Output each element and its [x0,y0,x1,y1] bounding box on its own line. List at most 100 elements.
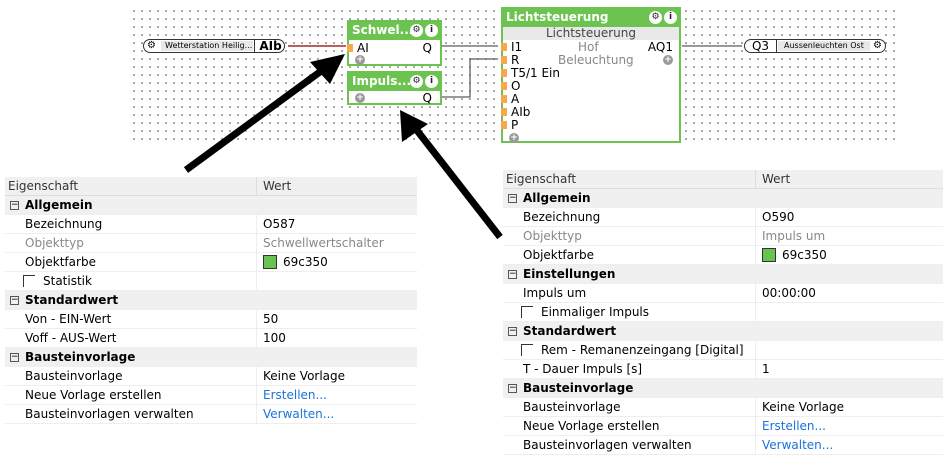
property-row[interactable]: Einmaliger Impuls [503,303,943,322]
property-row[interactable]: T - Dauer Impuls [s] 1 [503,360,943,379]
group-row[interactable]: −Allgemein [5,196,417,215]
group-row[interactable]: −Einstellungen [503,265,943,284]
output-label: Aussenleuchten Ost [778,41,870,51]
property-label: Objekttyp [5,234,257,252]
pin-input: T5/1 Ein [511,66,560,80]
property-label: Bezeichnung [503,208,756,226]
block-schwellwertschalter[interactable]: Schwel... ⚙i AI Q + [347,20,442,66]
collapse-icon[interactable]: − [508,383,517,393]
property-row[interactable]: Objekttyp Schwellwertschalter [5,234,417,253]
block-line1: Hof [578,40,599,54]
add-output-icon[interactable]: + [663,55,673,65]
property-row[interactable]: Voff - AUS-Wert 100 [5,329,417,348]
property-value[interactable]: O587 [263,217,296,231]
property-value[interactable]: 69c350 [283,255,328,269]
property-row[interactable]: Objektfarbe 69c350 [5,253,417,272]
property-label: Voff - AUS-Wert [5,329,257,347]
pin-q: Q [422,41,432,55]
property-label: Bausteinvorlagen verwalten [503,436,756,454]
gear-icon[interactable]: ⚙ [410,75,423,88]
property-value[interactable]: Erstellen... [762,419,826,433]
property-value[interactable]: Verwalten... [762,438,834,452]
property-row[interactable]: Bezeichnung O590 [503,208,943,227]
property-label: Objekttyp [503,227,756,245]
pin-q: Q [422,91,432,105]
group-label: Bausteinvorlage [523,381,634,395]
property-row[interactable]: Bezeichnung O587 [5,215,417,234]
pin-input: O [511,79,521,93]
gear-icon[interactable]: ⚙ [410,24,423,37]
group-row[interactable]: −Standardwert [5,291,417,310]
collapse-icon[interactable]: − [10,352,19,362]
group-row[interactable]: −Bausteinvorlage [503,379,943,398]
property-label: Bausteinvorlagen verwalten [5,405,257,423]
info-icon[interactable]: i [425,24,438,37]
property-value[interactable]: Verwalten... [263,407,335,421]
property-row[interactable]: Bausteinvorlagen verwalten Verwalten... [5,405,417,424]
add-input-icon[interactable]: + [509,133,519,143]
property-value[interactable]: Schwellwertschalter [263,236,384,250]
collapse-icon[interactable]: − [508,269,517,279]
property-value[interactable]: Erstellen... [263,388,327,402]
property-row[interactable]: Bausteinvorlagen verwalten Verwalten... [503,436,943,455]
property-label: T - Dauer Impuls [s] [503,360,756,378]
group-row[interactable]: −Bausteinvorlage [5,348,417,367]
group-label: Standardwert [523,324,617,338]
property-row[interactable]: Statistik [5,272,417,291]
add-input-icon[interactable]: + [355,93,365,103]
pin-ai: AI [357,41,369,55]
color-swatch[interactable] [762,248,776,262]
property-value[interactable]: 69c350 [782,248,827,262]
property-value[interactable]: 100 [263,331,286,345]
info-icon[interactable]: i [664,11,677,24]
collapse-icon[interactable]: − [10,295,19,305]
gear-icon[interactable]: ⚙ [649,11,662,24]
gear-icon[interactable]: ⚙ [147,40,156,51]
arrow-1 [183,54,345,173]
property-label: Bezeichnung [5,215,257,233]
gear-icon[interactable]: ⚙ [873,40,882,51]
group-row[interactable]: −Allgemein [503,189,943,208]
property-value[interactable]: 1 [762,362,770,376]
property-label: Bausteinvorlage [503,398,756,416]
property-row[interactable]: Neue Vorlage erstellen Erstellen... [503,417,943,436]
block-lichtsteuerung[interactable]: Lichtsteuerung ⚙i Lichtsteuerung Hof Bel… [501,7,681,143]
property-value[interactable]: O590 [762,210,795,224]
checkbox[interactable] [521,344,533,356]
property-row[interactable]: Rem - Remanenzeingang [Digital] [503,341,943,360]
checkbox[interactable] [521,306,533,318]
block-impuls[interactable]: Impuls... ⚙i + Q [347,71,442,105]
input-wetterstation[interactable]: ⚙ Wetterstation Heilig... AIb [143,39,285,53]
collapse-icon[interactable]: − [10,200,19,210]
property-value[interactable]: 50 [263,312,279,326]
add-input-icon[interactable]: + [355,55,365,65]
output-aussenleuchten[interactable]: Q3 Aussenleuchten Ost ⚙ [744,39,886,53]
checkbox[interactable] [23,275,35,287]
collapse-icon[interactable]: − [508,326,517,336]
pin-input: I1 [511,40,523,54]
group-row[interactable]: −Standardwert [503,322,943,341]
property-value[interactable]: 00:00:00 [762,286,816,300]
property-value[interactable]: Keine Vorlage [762,400,845,414]
property-value[interactable]: Keine Vorlage [263,369,346,383]
property-label: Neue Vorlage erstellen [503,417,756,435]
group-label: Standardwert [25,293,119,307]
group-label: Allgemein [523,191,591,205]
info-icon[interactable]: i [425,75,438,88]
property-label: Objektfarbe [5,253,257,271]
pin-input: A [511,92,520,106]
property-row[interactable]: Bausteinvorlage Keine Vorlage [503,398,943,417]
input-label: Wetterstation Heilig... [161,41,253,51]
color-swatch[interactable] [263,255,277,269]
property-row[interactable]: Objekttyp Impuls um [503,227,943,246]
group-label: Allgemein [25,198,93,212]
property-value[interactable]: Impuls um [762,229,826,243]
collapse-icon[interactable]: − [508,193,517,203]
